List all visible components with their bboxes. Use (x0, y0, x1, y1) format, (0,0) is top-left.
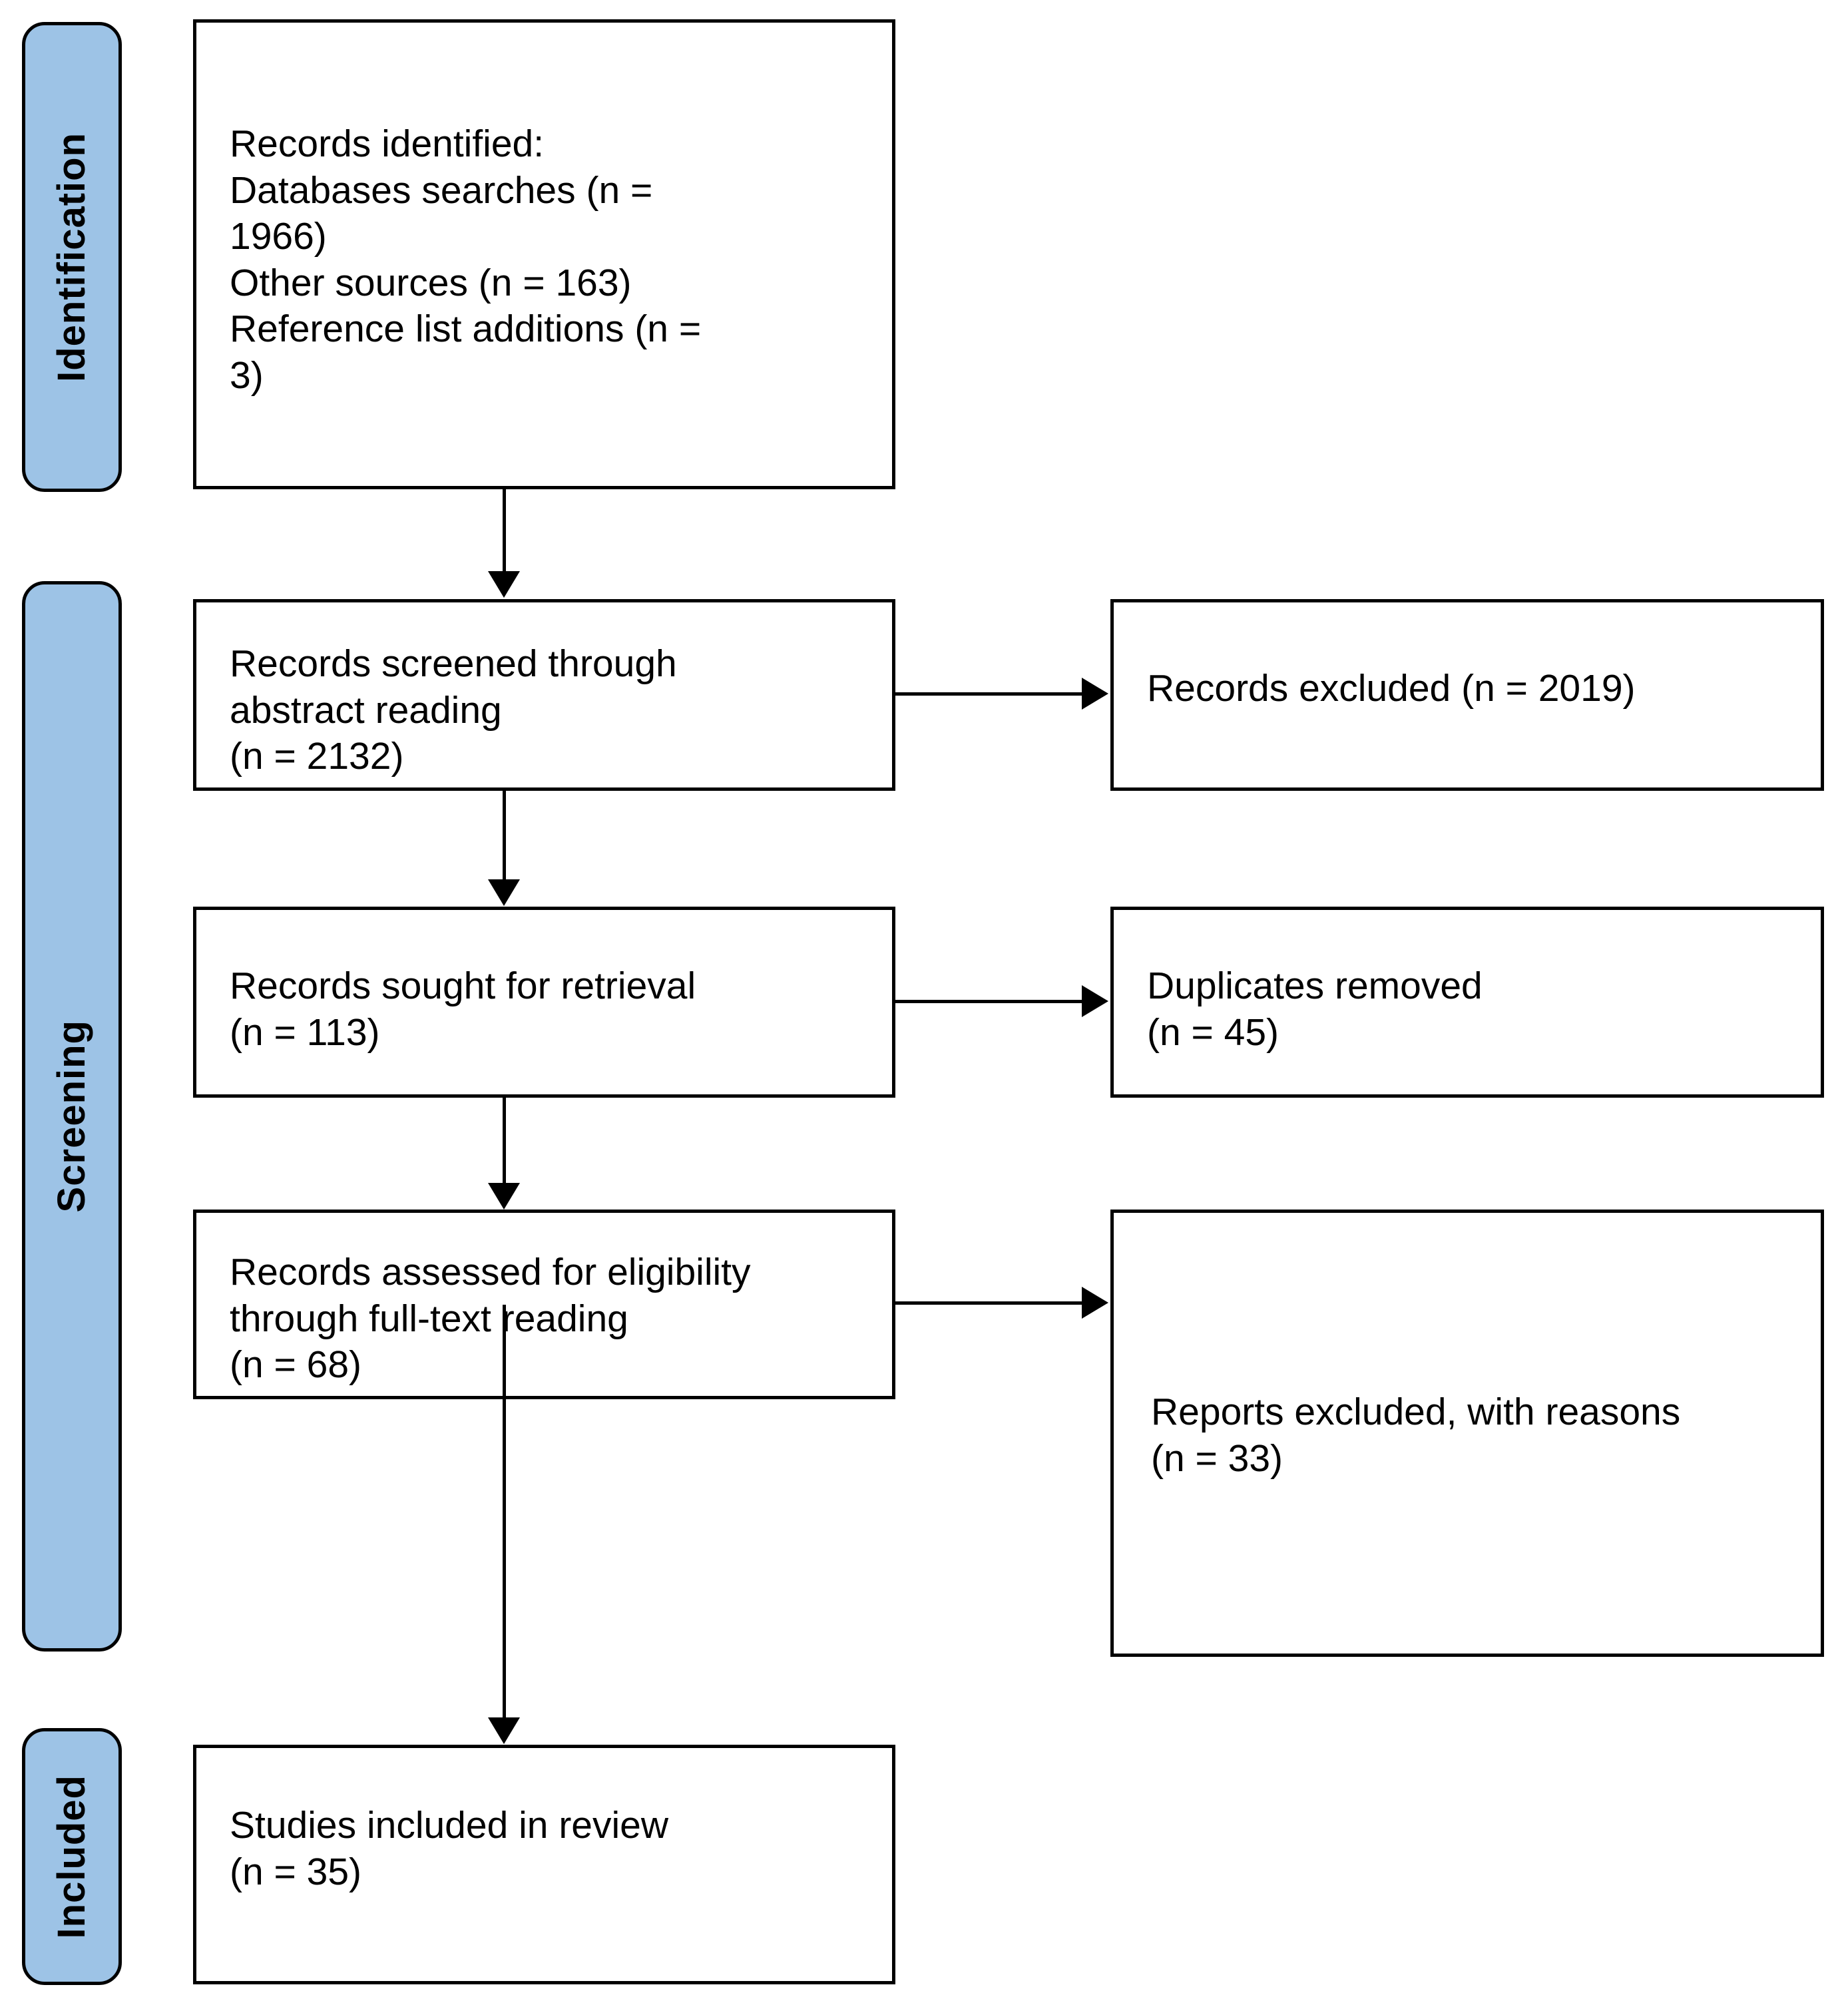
stage-label-included: Included (50, 1774, 93, 1939)
connector-assessed-to-included-line (503, 1305, 506, 1721)
connector-assessed-to-reports-excluded-arrowhead (1082, 1287, 1108, 1319)
connector-screened-to-sought-arrowhead (488, 879, 520, 906)
connector-screened-to-sought-line (503, 791, 506, 881)
stage-label-screening: Screening (50, 1020, 93, 1213)
box-reports-excluded-text: Reports excluded, with reasons (n = 33) (1151, 1391, 1681, 1480)
box-duplicates-removed: Duplicates removed (n = 45) (1110, 907, 1824, 1098)
stage-label-identification: Identification (50, 132, 93, 382)
stage-pill-screening: Screening (22, 581, 122, 1652)
box-records-identified: Records identified: Databases searches (… (193, 19, 895, 489)
connector-screened-to-excluded-arrowhead (1082, 678, 1108, 710)
box-records-screened-text: Records screened through abstract readin… (230, 642, 677, 778)
connector-identified-to-screened-arrowhead (488, 571, 520, 598)
stage-pill-identification: Identification (22, 22, 122, 492)
stage-pill-included: Included (22, 1728, 122, 1985)
connector-sought-to-assessed-arrowhead (488, 1183, 520, 1210)
box-records-sought-text: Records sought for retrieval (n = 113) (230, 965, 696, 1054)
connector-sought-to-assessed-line (503, 1098, 506, 1184)
connector-assessed-to-reports-excluded-line (895, 1301, 1083, 1305)
connector-identified-to-screened-line (503, 489, 506, 572)
box-studies-included-in-review: Studies included in review (n = 35) (193, 1745, 895, 1984)
box-records-excluded-text: Records excluded (n = 2019) (1147, 667, 1636, 710)
box-records-screened: Records screened through abstract readin… (193, 599, 895, 791)
connector-assessed-to-included-arrowhead (488, 1717, 520, 1744)
box-reports-excluded-with-reasons: Reports excluded, with reasons (n = 33) (1110, 1210, 1824, 1657)
box-studies-included-text: Studies included in review (n = 35) (230, 1804, 669, 1893)
connector-sought-to-duplicates-arrowhead (1082, 985, 1108, 1017)
box-records-sought-for-retrieval: Records sought for retrieval (n = 113) (193, 907, 895, 1098)
connector-screened-to-excluded-line (895, 692, 1083, 696)
box-duplicates-removed-text: Duplicates removed (n = 45) (1147, 965, 1483, 1054)
connector-sought-to-duplicates-line (895, 1000, 1083, 1003)
box-records-excluded: Records excluded (n = 2019) (1110, 599, 1824, 791)
box-records-assessed-for-eligibility: Records assessed for eligibility through… (193, 1210, 895, 1399)
box-records-identified-text: Records identified: Databases searches (… (230, 122, 702, 397)
box-records-assessed-text: Records assessed for eligibility through… (230, 1251, 751, 1387)
